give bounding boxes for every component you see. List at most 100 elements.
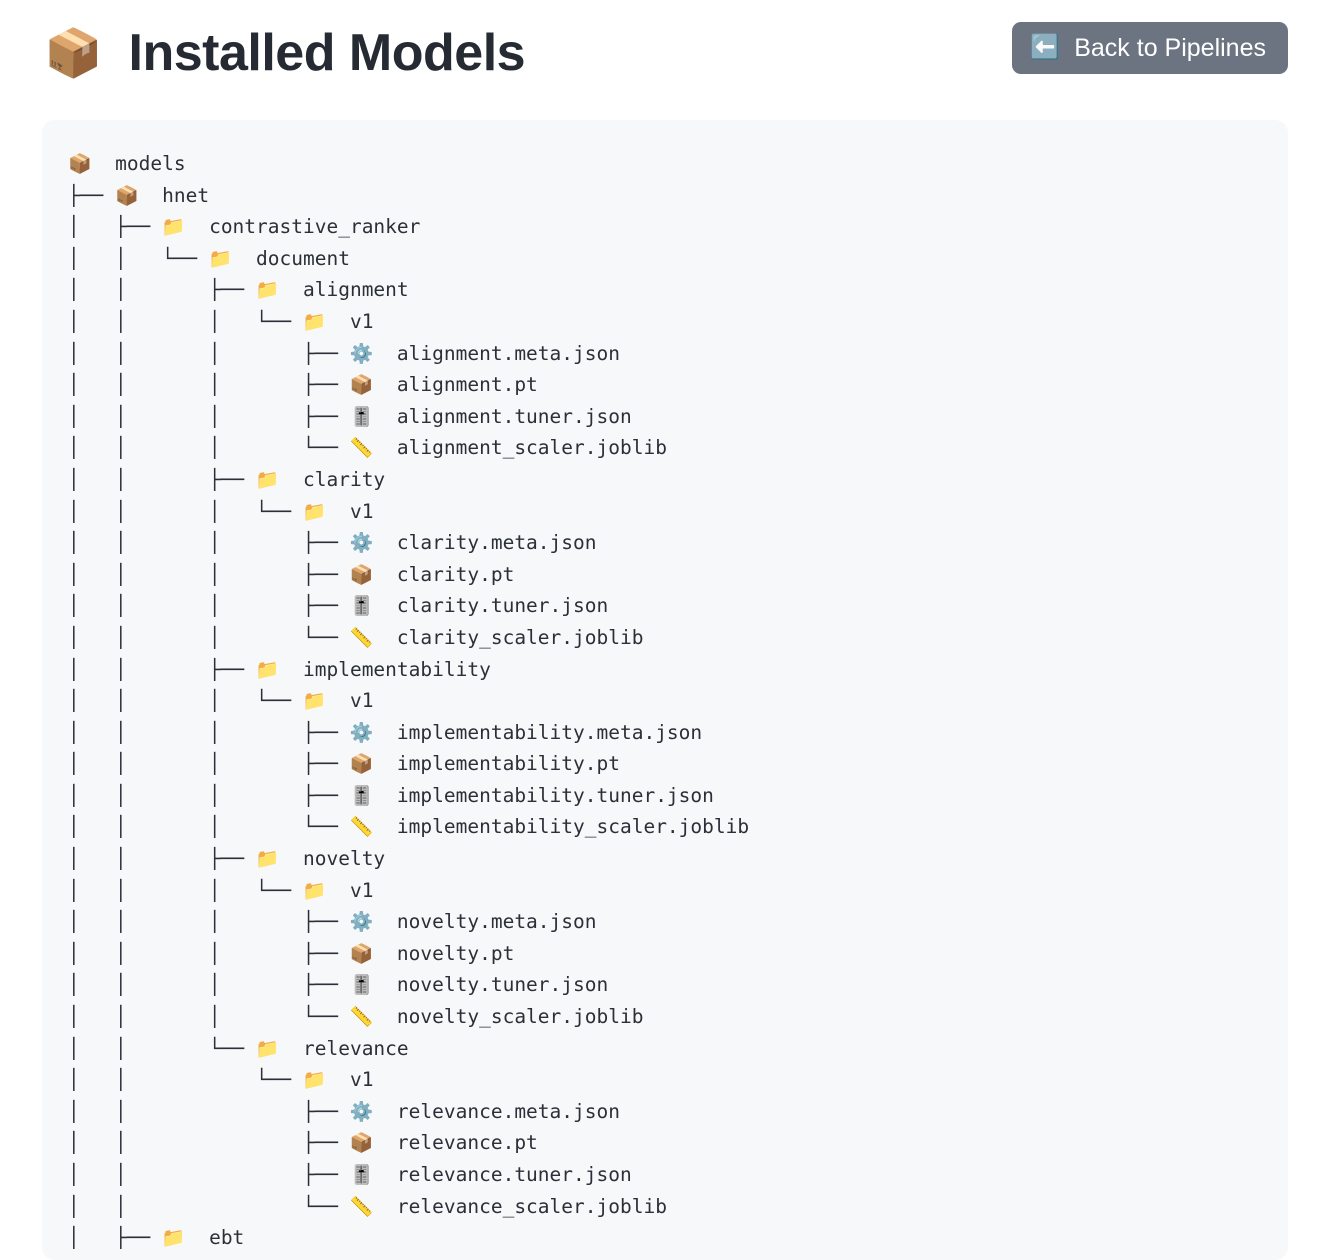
tree-branch-lines: │ │ │ ├── xyxy=(68,373,350,397)
tree-row-label: v1 xyxy=(326,1068,374,1092)
tree-row[interactable]: │ │ │ ├── 📦 alignment.pt xyxy=(68,369,1288,401)
tree-row[interactable]: │ │ │ ├── ⚙️ implementability.meta.json xyxy=(68,717,1288,749)
tree-branch-lines: │ │ │ └── xyxy=(68,1005,350,1029)
tree-row[interactable]: │ │ │ └── 📁 v1 xyxy=(68,875,1288,907)
tree-branch-lines: │ │ ├── xyxy=(68,1131,350,1155)
tree-row[interactable]: │ │ │ ├── 🎚️ alignment.tuner.json xyxy=(68,401,1288,433)
tree-row[interactable]: │ │ ├── 📁 alignment xyxy=(68,274,1288,306)
tree-row[interactable]: │ │ ├── 📁 implementability xyxy=(68,654,1288,686)
tree-branch-lines: │ │ │ ├── xyxy=(68,910,350,934)
level-slider-icon: 🎚️ xyxy=(349,1164,374,1186)
tree-row-label: contrastive_ranker xyxy=(185,215,421,239)
tree-branch-lines: │ │ │ ├── xyxy=(68,720,350,744)
tree-branch-lines: │ │ │ ├── xyxy=(68,562,350,586)
tree-branch-lines: │ │ ├── xyxy=(68,467,256,491)
tree-branch-lines: │ │ └── xyxy=(68,246,209,270)
tree-row[interactable]: │ │ └── 📁 relevance xyxy=(68,1033,1288,1065)
tree-row[interactable]: │ │ │ ├── 🎚️ implementability.tuner.json xyxy=(68,780,1288,812)
folder-icon: 📁 xyxy=(161,216,186,239)
left-arrow-icon: ⬅️ xyxy=(1030,34,1061,61)
tree-row-label: implementability.pt xyxy=(373,752,620,776)
ruler-icon: 📏 xyxy=(349,626,374,649)
tree-row[interactable]: │ │ ├── 📁 clarity xyxy=(68,464,1288,496)
tree-row-label: v1 xyxy=(326,499,374,523)
model-tree: 📦 models├── 📦 hnet│ ├── 📁 contrastive_ra… xyxy=(68,148,1288,1254)
tree-row-label: alignment.meta.json xyxy=(373,341,620,365)
tree-row-label: relevance xyxy=(279,1036,409,1060)
ruler-icon: 📏 xyxy=(349,1195,374,1218)
package-icon: 📦 xyxy=(349,374,374,397)
tree-row[interactable]: │ │ │ ├── 📦 novelty.pt xyxy=(68,938,1288,970)
ruler-icon: 📏 xyxy=(349,437,374,460)
tree-branch-lines: │ │ │ └── xyxy=(68,689,303,713)
tree-row[interactable]: │ │ │ ├── ⚙️ clarity.meta.json xyxy=(68,527,1288,559)
tree-branch-lines: │ │ │ ├── xyxy=(68,404,350,428)
tree-row-label: relevance.pt xyxy=(373,1131,538,1155)
tree-row[interactable]: │ │ │ └── 📏 clarity_scaler.joblib xyxy=(68,622,1288,654)
tree-row[interactable]: │ │ ├── ⚙️ relevance.meta.json xyxy=(68,1096,1288,1128)
back-to-pipelines-label: Back to Pipelines xyxy=(1074,33,1266,62)
tree-branch-lines: │ │ │ └── xyxy=(68,309,303,333)
tree-branch-lines: │ │ ├── xyxy=(68,1163,350,1186)
folder-icon: 📁 xyxy=(302,310,327,333)
tree-row[interactable]: │ │ │ └── 📁 v1 xyxy=(68,685,1288,717)
tree-row[interactable]: │ │ │ └── 📁 v1 xyxy=(68,496,1288,528)
tree-row[interactable]: │ │ │ ├── 📦 clarity.pt xyxy=(68,559,1288,591)
folder-icon: 📁 xyxy=(255,658,280,681)
tree-row[interactable]: │ │ │ └── 📏 alignment_scaler.joblib xyxy=(68,432,1288,464)
tree-branch-lines: │ │ │ └── xyxy=(68,436,350,460)
tree-row-label: ebt xyxy=(185,1226,245,1250)
folder-icon: 📁 xyxy=(255,468,280,491)
tree-branch-lines: │ │ │ ├── xyxy=(68,531,350,555)
tree-branch-lines: │ │ │ └── xyxy=(68,878,303,902)
level-slider-icon: 🎚️ xyxy=(349,784,374,807)
tree-row[interactable]: │ │ │ ├── 📦 implementability.pt xyxy=(68,748,1288,780)
tree-branch-lines: ├── xyxy=(68,183,115,207)
tree-row-label: novelty.pt xyxy=(373,941,515,965)
tree-branch-lines: │ │ │ └── xyxy=(68,499,303,523)
tree-row[interactable]: │ ├── 📁 contrastive_ranker xyxy=(68,211,1288,243)
level-slider-icon: 🎚️ xyxy=(349,595,374,618)
gear-icon: ⚙️ xyxy=(349,1100,374,1123)
tree-branch-lines: │ │ │ ├── xyxy=(68,594,350,618)
tree-row[interactable]: │ │ │ ├── 🎚️ novelty.tuner.json xyxy=(68,969,1288,1001)
folder-icon: 📁 xyxy=(208,247,233,270)
tree-branch-lines: │ │ ├── xyxy=(68,1099,350,1123)
folder-icon: 📁 xyxy=(255,1037,280,1060)
tree-row[interactable]: │ │ │ └── 📁 v1 xyxy=(68,306,1288,338)
tree-row[interactable]: │ │ ├── 🎚️ relevance.tuner.json xyxy=(68,1159,1288,1191)
level-slider-icon: 🎚️ xyxy=(349,405,374,428)
tree-row[interactable]: │ │ ├── 📦 relevance.pt xyxy=(68,1127,1288,1159)
package-icon: 📦 xyxy=(114,184,139,207)
back-to-pipelines-button[interactable]: ⬅️ Back to Pipelines xyxy=(1012,22,1288,74)
package-icon: 📦 xyxy=(349,1132,374,1155)
tree-row-label: clarity.tuner.json xyxy=(373,594,609,618)
tree-row[interactable]: │ │ └── 📁 document xyxy=(68,243,1288,275)
tree-row[interactable]: │ │ └── 📁 v1 xyxy=(68,1064,1288,1096)
tree-row[interactable]: │ │ └── 📏 relevance_scaler.joblib xyxy=(68,1191,1288,1223)
tree-row[interactable]: │ │ │ ├── ⚙️ alignment.meta.json xyxy=(68,338,1288,370)
tree-row-label: clarity xyxy=(279,467,386,491)
tree-row[interactable]: │ ├── 📁 ebt xyxy=(68,1222,1288,1254)
gear-icon: ⚙️ xyxy=(349,911,374,934)
tree-row[interactable]: │ │ │ └── 📏 implementability_scaler.jobl… xyxy=(68,811,1288,843)
tree-branch-lines: │ │ │ ├── xyxy=(68,341,350,365)
package-icon: 📦 xyxy=(349,563,374,586)
tree-branch-lines: │ │ └── xyxy=(68,1068,303,1092)
package-icon: 📦 xyxy=(349,942,374,965)
tree-branch-lines: │ │ │ ├── xyxy=(68,752,350,776)
package-icon: 📦 xyxy=(68,153,92,175)
tree-row-label: implementability.tuner.json xyxy=(373,783,714,807)
model-tree-card: 📦 models├── 📦 hnet│ ├── 📁 contrastive_ra… xyxy=(42,120,1288,1260)
tree-row[interactable]: │ │ ├── 📁 novelty xyxy=(68,843,1288,875)
tree-row[interactable]: 📦 models xyxy=(68,148,1288,180)
page-title: Installed Models xyxy=(128,24,526,82)
tree-row-label: relevance.meta.json xyxy=(373,1099,620,1123)
tree-branch-lines: │ │ └── xyxy=(68,1036,256,1060)
tree-row[interactable]: ├── 📦 hnet xyxy=(68,180,1288,212)
tree-row[interactable]: │ │ │ ├── ⚙️ novelty.meta.json xyxy=(68,906,1288,938)
tree-row-label: implementability_scaler.joblib xyxy=(373,815,750,839)
folder-icon: 📁 xyxy=(302,1069,327,1092)
tree-row[interactable]: │ │ │ └── 📏 novelty_scaler.joblib xyxy=(68,1001,1288,1033)
tree-row[interactable]: │ │ │ ├── 🎚️ clarity.tuner.json xyxy=(68,590,1288,622)
